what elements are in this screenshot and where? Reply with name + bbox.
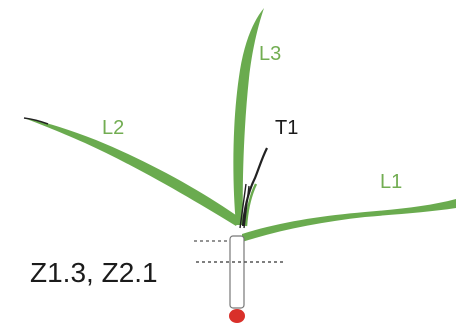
leaf-label-2: L2: [102, 117, 124, 139]
stem-base: [229, 235, 245, 309]
leaf-3: [233, 8, 264, 225]
tiller-1: [241, 147, 268, 227]
leaf-1: [242, 199, 456, 242]
seed: [229, 309, 245, 323]
tiller-1-sheath: [239, 183, 250, 229]
leaf-label-1: L1: [380, 171, 402, 193]
leaf-label-3: L3: [259, 43, 281, 65]
leaf-2-tip-outline: [23, 117, 49, 125]
growth-stage-label: Z1.3, Z2.1: [30, 257, 158, 288]
leaf-2: [24, 118, 240, 226]
tiller-1-inner: [244, 183, 258, 227]
tiller-label-1: T1: [275, 117, 298, 139]
